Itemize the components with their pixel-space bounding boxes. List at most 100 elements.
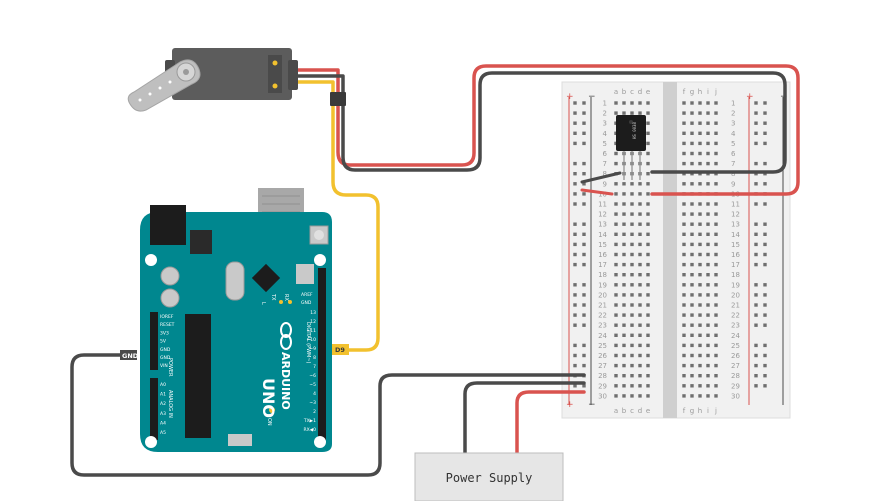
- row-label-left-17: 17: [598, 261, 607, 269]
- hole-e22: [646, 313, 650, 317]
- rail-hole-1-7: [582, 161, 586, 166]
- hole-j5: [714, 141, 718, 146]
- hole-d12: [638, 212, 642, 216]
- col-label-bottom-j: j: [714, 407, 717, 415]
- hole-g24: [690, 333, 694, 337]
- hole-e3: [646, 121, 650, 125]
- hole-a2: [614, 111, 618, 115]
- tx-label: TX: [270, 293, 276, 301]
- hole-d21: [638, 303, 642, 307]
- hole-h2: [698, 111, 702, 115]
- rail-plus-mark-bl: +: [566, 400, 574, 410]
- hole-g4: [690, 131, 694, 135]
- digital-pin-label-0: 13: [310, 310, 316, 316]
- hole-j13: [714, 222, 718, 226]
- col-label-top-b: b: [622, 88, 627, 96]
- rail-hole-3-11: [763, 202, 767, 206]
- atmega-chip: [185, 314, 211, 438]
- col-label-top-f: f: [683, 88, 686, 96]
- hole-c15: [630, 242, 634, 247]
- digital-pin-label-9: 4: [313, 391, 316, 397]
- rail-hole-0-1: [573, 101, 577, 105]
- hole-f5: [682, 141, 686, 146]
- hole-i25: [706, 343, 710, 348]
- row-label-right-26: 26: [731, 352, 740, 360]
- servo-ground-wire: [288, 71, 787, 174]
- power-label: POWER: [167, 358, 173, 377]
- rail-hole-2-4: [754, 131, 758, 135]
- hole-g11: [690, 202, 694, 206]
- hole-c25: [630, 343, 634, 348]
- rail-hole-2-2: [754, 111, 758, 115]
- row-label-left-5: 5: [603, 140, 607, 148]
- row-label-right-18: 18: [731, 271, 740, 279]
- hole-h12: [698, 212, 702, 216]
- rail-hole-0-13: [573, 222, 577, 226]
- rail-hole-0-29: [573, 384, 577, 388]
- col-label-top-i: i: [707, 88, 709, 96]
- hole-c22: [630, 313, 634, 317]
- analog-pin-label-3: A3: [160, 411, 166, 417]
- rail-hole-0-5: [573, 141, 577, 146]
- hole-e5: [646, 141, 650, 146]
- hole-d30: [638, 394, 642, 398]
- hole-f27: [682, 363, 686, 368]
- row-label-left-1: 1: [603, 100, 607, 108]
- rail-hole-1-9: [582, 182, 586, 186]
- col-label-bottom-e: e: [646, 407, 650, 415]
- sensor-body: [616, 115, 646, 151]
- hole-i4: [706, 131, 710, 135]
- hole-f6: [682, 151, 686, 156]
- col-label-top-j: j: [714, 88, 717, 96]
- hole-a19: [614, 283, 618, 287]
- hole-b26: [622, 353, 626, 358]
- arduino-brand: ARDUINO: [279, 352, 292, 410]
- rail-hole-3-16: [763, 252, 767, 257]
- rail-hole-0-2: [573, 111, 577, 115]
- hole-c24: [630, 333, 634, 337]
- row-label-left-4: 4: [603, 130, 608, 138]
- hole-b27: [622, 363, 626, 368]
- analog-pin-label-2: A2: [160, 401, 166, 407]
- rail-hole-0-11: [573, 202, 577, 206]
- hole-h30: [698, 394, 702, 398]
- hole-d16: [638, 252, 642, 257]
- rail-hole-3-19: [763, 283, 767, 287]
- hole-f2: [682, 111, 686, 115]
- hole-e29: [646, 384, 650, 388]
- hole-i6: [706, 151, 710, 156]
- hole-f19: [682, 283, 686, 287]
- digital-pin-label-8: ~5: [309, 382, 316, 388]
- rail-hole-2-26: [754, 353, 758, 358]
- row-label-left-26: 26: [598, 352, 607, 360]
- hole-f18: [682, 273, 686, 277]
- hole-d2: [638, 111, 642, 115]
- hole-e18: [646, 273, 650, 277]
- col-label-bottom-d: d: [638, 407, 642, 415]
- power-supply: Power Supply: [414, 452, 564, 501]
- power-supply-box: [414, 452, 564, 501]
- rx-label: RX: [283, 294, 289, 301]
- servo-horn-hole-1: [168, 80, 172, 84]
- row-label-right-1: 1: [731, 100, 735, 108]
- hole-a22: [614, 313, 618, 317]
- reset-button-cap[interactable]: [314, 230, 324, 240]
- hole-e21: [646, 303, 650, 307]
- hole-f14: [682, 232, 686, 236]
- hole-i30: [706, 394, 710, 398]
- hole-d26: [638, 353, 642, 358]
- on-label: ON: [266, 418, 272, 426]
- hole-h20: [698, 293, 702, 297]
- rail-hole-2-9: [754, 182, 758, 186]
- row-label-left-24: 24: [598, 332, 607, 340]
- rail-hole-2-21: [754, 303, 758, 307]
- rail-hole-3-3: [763, 121, 767, 125]
- hole-j18: [714, 273, 718, 277]
- col-label-bottom-g: g: [690, 407, 694, 415]
- rail-hole-2-23: [754, 323, 758, 327]
- hole-b22: [622, 313, 626, 317]
- rail-hole-0-16: [573, 252, 577, 257]
- analog-header: [150, 378, 158, 440]
- hole-b1: [622, 101, 626, 105]
- power-pin-label-1: RESET: [160, 322, 175, 328]
